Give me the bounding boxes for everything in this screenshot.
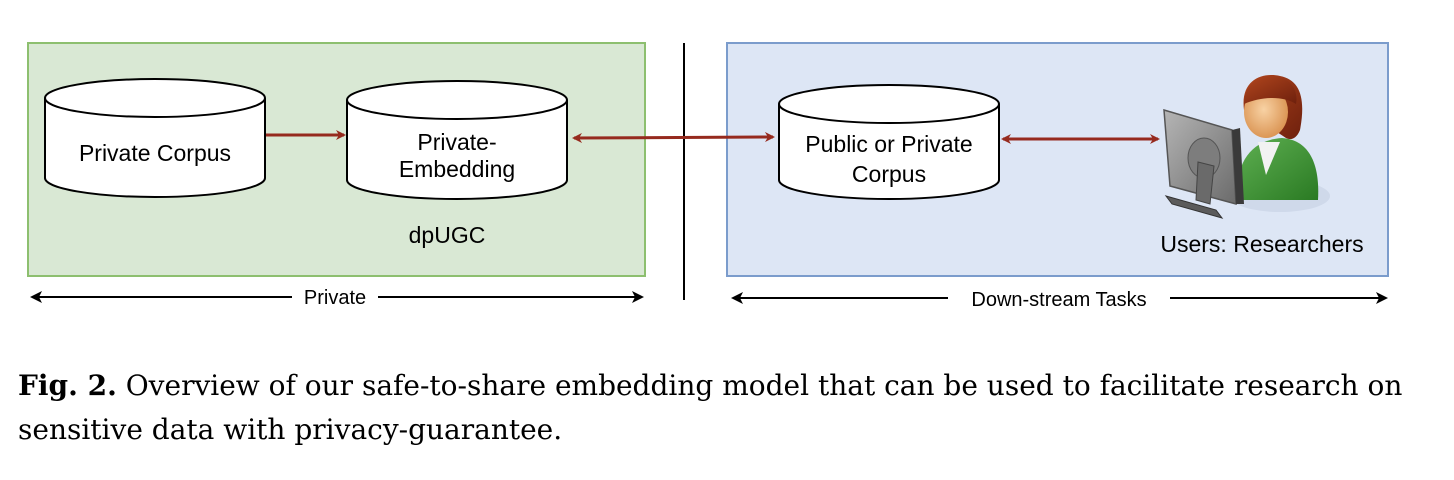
public-corpus-node[interactable]: Public or Private Corpus xyxy=(778,84,1000,200)
arrow-embedding-public-corpus xyxy=(572,132,775,143)
private-corpus-node[interactable]: Private Corpus xyxy=(44,78,266,198)
private-embedding-label-line2: Embedding xyxy=(399,156,515,182)
private-embedding-node[interactable]: Private- Embedding xyxy=(346,80,568,200)
diagram-canvas: Private Corpus Private- Embedding dpUGC … xyxy=(27,42,1389,311)
public-corpus-label-line2: Corpus xyxy=(852,161,926,187)
caption-text: Overview of our safe-to-share embedding … xyxy=(18,369,1403,446)
figure-caption: Fig. 2. Overview of our safe-to-share em… xyxy=(18,364,1438,452)
private-embedding-label-line1: Private- xyxy=(417,129,496,155)
public-corpus-label-line1: Public or Private xyxy=(805,131,972,157)
dpugc-label: dpUGC xyxy=(409,222,486,248)
private-span-label: Private xyxy=(304,287,366,309)
downstream-span-label: Down-stream Tasks xyxy=(971,289,1146,311)
caption-prefix: Fig. 2. xyxy=(18,369,117,402)
private-corpus-label: Private Corpus xyxy=(79,140,231,166)
users-researchers-label: Users: Researchers xyxy=(1160,231,1363,257)
researcher-at-computer-icon xyxy=(1163,75,1330,219)
